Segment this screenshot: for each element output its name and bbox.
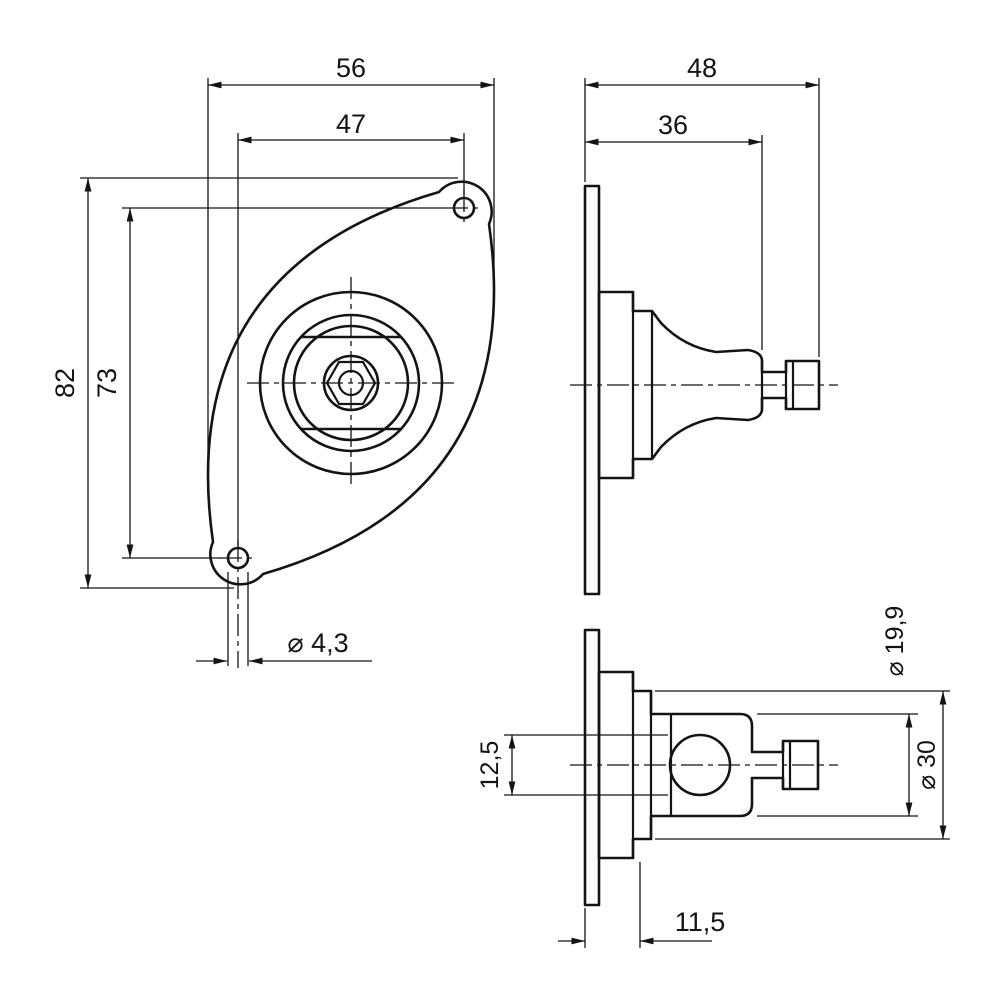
flange-outline xyxy=(206,180,496,586)
section-extension-lines xyxy=(504,690,950,948)
front-dimensions: 56 47 82 73 ⌀ 4,3 xyxy=(50,53,495,666)
dim-hole-pitch-y-label: 73 xyxy=(92,368,122,398)
dim-depth-total-label: 48 xyxy=(687,53,717,83)
front-centerlines xyxy=(220,190,482,668)
dim-depth-to-face-label: 36 xyxy=(658,110,688,140)
flange-plate-side xyxy=(583,184,601,596)
front-extension-lines xyxy=(80,78,495,666)
flange-plate-section xyxy=(583,628,601,907)
dim-hole-diameter-label: ⌀ 4,3 xyxy=(287,628,348,658)
ball-stud-profile xyxy=(597,290,821,480)
side-view xyxy=(570,184,838,596)
dim-plate-offset-label: 11,5 xyxy=(675,907,726,937)
dim-collar-diameter-label: ⌀ 30 xyxy=(913,740,941,790)
dim-socket-diameter-label: ⌀ 19,9 xyxy=(881,606,909,677)
front-view xyxy=(206,180,496,668)
dim-ball-width-label: 12,5 xyxy=(476,741,504,790)
section-dimensions: 12,5 ⌀ 19,9 ⌀ 30 11,5 xyxy=(476,606,950,948)
side-dimensions: 48 36 xyxy=(584,53,820,357)
dim-height-label: 82 xyxy=(50,368,80,398)
dim-hole-pitch-x-label: 47 xyxy=(336,109,366,139)
socket-housing-profile xyxy=(597,670,820,860)
dim-width-label: 56 xyxy=(336,53,366,83)
section-view xyxy=(570,628,838,907)
side-extension-lines xyxy=(584,78,820,357)
